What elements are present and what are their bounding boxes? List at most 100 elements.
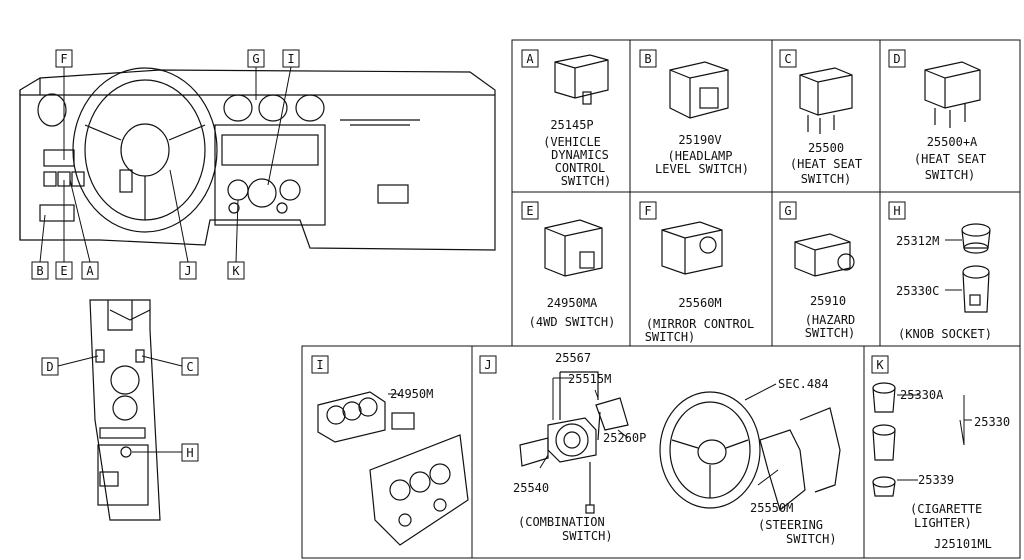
rect-shape (585, 504, 595, 514)
ellipse-shape (120, 123, 170, 177)
rect-shape (97, 444, 149, 506)
part-25190V-sketch (669, 61, 729, 119)
circle-shape (433, 498, 447, 512)
part-24950MA-sketch (544, 219, 603, 277)
rect-shape (41, 357, 59, 376)
path-shape (794, 233, 851, 277)
rect-shape (582, 91, 592, 105)
part-25500A-sketch (924, 61, 981, 128)
panels-k-caption-1: LIGHTER) (914, 516, 972, 530)
path-shape (552, 377, 572, 420)
circle-shape (409, 471, 431, 493)
panels-c-caption-0: (HEAT SEAT (790, 157, 862, 171)
path-shape (872, 387, 896, 413)
rect-shape (43, 171, 57, 187)
circle-shape (276, 202, 288, 214)
panels-g-letter: G (784, 204, 791, 218)
panels-k-parts-2: 25339 (918, 473, 954, 487)
path-shape (519, 437, 549, 467)
path-shape (554, 54, 609, 99)
path-shape (89, 299, 161, 521)
rect-shape (43, 149, 75, 167)
path-shape (559, 371, 599, 420)
circle-shape (279, 179, 301, 201)
circle-shape (837, 253, 855, 271)
panels-j-parts-0: 25567 (555, 351, 591, 365)
path-shape (897, 394, 972, 446)
panels-b-caption-0: (HEADLAMP (667, 149, 732, 163)
path-shape (39, 66, 292, 263)
location_callouts-7: K (232, 264, 240, 278)
circle-shape (120, 446, 132, 458)
dashboard-illustration (19, 67, 496, 251)
circle-shape (389, 479, 411, 501)
panels-j-captions-combination-1: SWITCH) (562, 529, 613, 543)
path-shape (595, 397, 629, 431)
circle-shape (429, 463, 451, 485)
rect-shape (888, 49, 906, 68)
panels-e-part: 24950MA (547, 296, 598, 310)
g-shape: 25330A 25330 25339 (CIGARETTE LIGHTER) (900, 388, 1010, 530)
rect-shape (221, 134, 319, 166)
panels-h-parts-1: 25330C (896, 284, 939, 298)
g-shape: 25145P (VEHICLE DYNAMICS CONTROL SWITCH) (543, 118, 611, 188)
location_callouts-6: J (184, 264, 191, 278)
panels-a-caption-3: SWITCH) (561, 174, 612, 188)
panels-k-caption-0: (CIGARETTE (910, 502, 982, 516)
path-shape (945, 239, 962, 291)
g-shape: 25312M 25330C (KNOB SOCKET) (896, 234, 992, 341)
panels-a-caption-2: CONTROL (555, 161, 606, 175)
panel-grid (301, 39, 1021, 559)
rect-shape (99, 471, 119, 487)
panels-b-letter: B (644, 52, 651, 66)
panels-a-part: 25145P (550, 118, 593, 132)
panels-j-parts-4: SEC.484 (778, 377, 829, 391)
g-shape: F G I B E A J K D C H (36, 52, 294, 460)
path-shape (807, 115, 835, 134)
path-shape (799, 407, 841, 493)
path-shape (617, 429, 629, 439)
diagram-id: J25101ML (934, 537, 992, 551)
center-console-illustration (89, 299, 161, 521)
g-shape (41, 355, 199, 462)
panels-j-captions-steering-1: SWITCH) (786, 532, 837, 546)
ellipse-shape (223, 94, 253, 122)
path-shape (669, 61, 729, 119)
rect-shape (311, 355, 329, 374)
panels-f-caption-1: SWITCH) (645, 330, 696, 344)
location_callouts-0: F (60, 52, 67, 66)
path-shape (799, 74, 853, 115)
part-cigarette-lighter-sketch (872, 382, 896, 497)
g-shape (388, 239, 972, 486)
ellipse-shape (872, 424, 896, 436)
circle-shape (326, 405, 346, 425)
g-shape: 25567 25515M 25260P 25540 SEC.484 25550M… (513, 351, 837, 546)
panels-k-parts-1: 25330 (974, 415, 1010, 429)
panels-d-caption-0: (HEAT SEAT (914, 152, 986, 166)
rect-shape (119, 169, 133, 193)
location_callouts-3: B (36, 264, 43, 278)
circle-shape (227, 179, 249, 201)
rect-shape (479, 355, 497, 374)
g-shape: 25500 (HEAT SEAT SWITCH) (790, 141, 862, 186)
location_callouts-1: G (252, 52, 259, 66)
circle-shape (398, 513, 412, 527)
path-shape (671, 439, 749, 498)
panels-c-caption-1: SWITCH) (801, 172, 852, 186)
path-shape (19, 69, 496, 251)
rect-shape (71, 171, 85, 187)
circle-shape (358, 397, 378, 417)
panels-j-parts-1: 25515M (568, 372, 611, 386)
part-25560M-sketch (661, 221, 723, 275)
panels-j-parts-5: 25550M (750, 501, 793, 515)
rect-shape (969, 294, 981, 306)
rect-shape (214, 124, 326, 226)
panels-d-caption-1: SWITCH) (925, 168, 976, 182)
circle-shape (563, 431, 581, 449)
path-shape (107, 300, 133, 331)
circle-shape (110, 365, 140, 395)
panels-d-letter: D (893, 52, 900, 66)
rect-shape (39, 204, 75, 222)
path-shape (512, 40, 1020, 346)
rect-shape (391, 412, 415, 430)
